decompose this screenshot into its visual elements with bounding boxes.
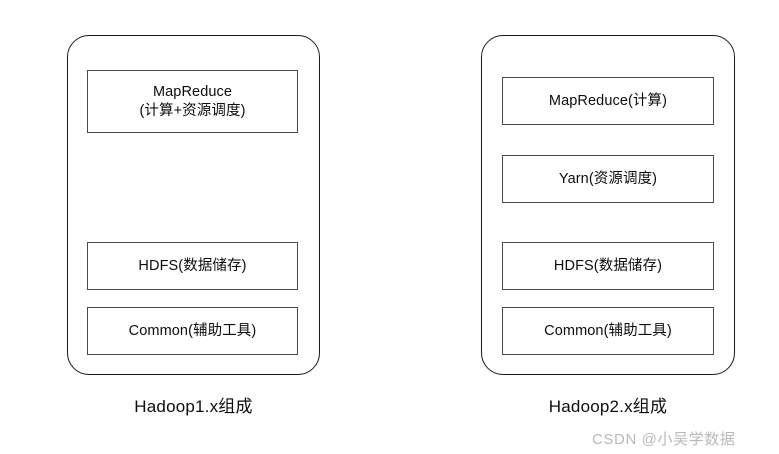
hadoop1-layer-mapreduce: MapReduce (计算+资源调度) bbox=[87, 70, 298, 133]
hadoop1-panel-caption: Hadoop1.x组成 bbox=[134, 397, 253, 416]
hadoop2-layer-mapreduce-label: MapReduce(计算) bbox=[548, 92, 668, 109]
hadoop2-layer-hdfs: HDFS(数据储存) bbox=[502, 242, 714, 290]
hadoop2-panel-caption: Hadoop2.x组成 bbox=[548, 397, 668, 416]
hadoop1-layer-common-label: Common(辅助工具) bbox=[128, 322, 257, 339]
hadoop2-layer-yarn: Yarn(资源调度) bbox=[502, 155, 714, 203]
hadoop2-layer-mapreduce: MapReduce(计算) bbox=[502, 77, 714, 125]
hadoop2-layer-yarn-label: Yarn(资源调度) bbox=[558, 170, 658, 187]
hadoop1-layer-mapreduce-label: MapReduce (计算+资源调度) bbox=[139, 83, 246, 119]
hadoop2-layer-common-label: Common(辅助工具) bbox=[544, 322, 672, 339]
hadoop2-layer-hdfs-label: HDFS(数据储存) bbox=[553, 257, 663, 274]
hadoop1-layer-common: Common(辅助工具) bbox=[87, 307, 298, 355]
hadoop1-layer-hdfs-label: HDFS(数据储存) bbox=[138, 257, 247, 274]
csdn-watermark: CSDN @小吴学数据 bbox=[592, 431, 736, 448]
hadoop1-layer-hdfs: HDFS(数据储存) bbox=[87, 242, 298, 290]
hadoop2-layer-common: Common(辅助工具) bbox=[502, 307, 714, 355]
